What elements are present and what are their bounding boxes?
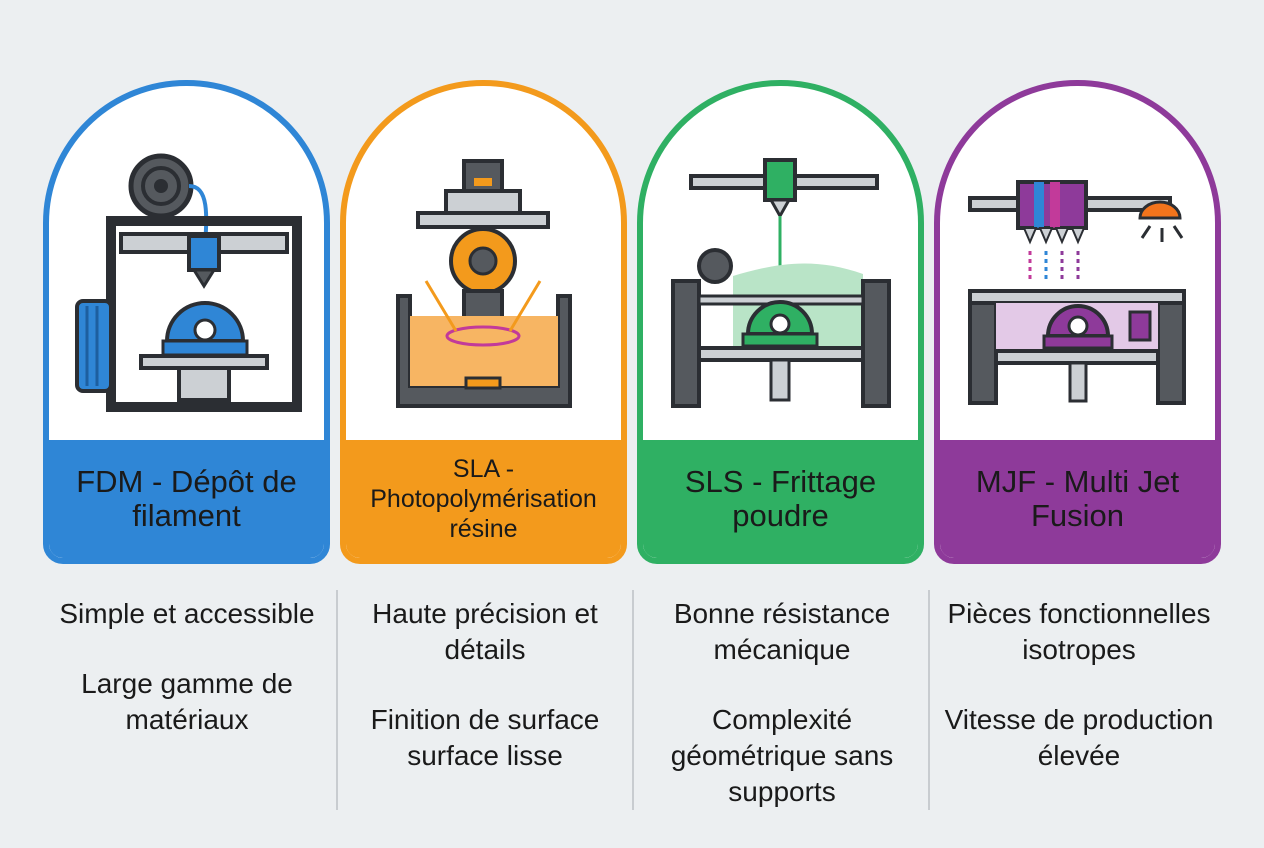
benefit-item: Pièces fonctionnelles isotropes: [947, 598, 1211, 665]
benefit-item: Complexité géométrique sans supports: [670, 704, 894, 807]
benefit-item: Vitesse de production élevée: [944, 704, 1214, 771]
benefit-item: Haute précision et détails: [372, 598, 598, 665]
benefit-item: Large gamme de matériaux: [81, 668, 293, 735]
column-divider: [336, 590, 338, 810]
column-divider: [928, 590, 930, 810]
column-divider: [632, 590, 634, 810]
sls-printer-icon: [671, 158, 891, 408]
sla-printer-icon: [396, 159, 572, 408]
benefit-item: Finition de surface surface lisse: [370, 704, 600, 771]
card-title: SLS - Frittage poudre: [643, 440, 918, 558]
card-mjf: MJF - Multi Jet Fusion: [934, 80, 1221, 564]
benefit-item: Bonne résistance mécanique: [673, 598, 891, 665]
benefits-sla: Haute précision et détails Finition de s…: [340, 596, 630, 808]
card-sls: SLS - Frittage poudre: [637, 80, 924, 564]
card-title: SLA - Photopolymérisation résine: [346, 440, 621, 558]
card-fdm: FDM - Dépôt de filament: [43, 80, 330, 564]
card-title: MJF - Multi Jet Fusion: [940, 440, 1215, 558]
mjf-printer-icon: [968, 180, 1186, 405]
benefit-item: Simple et accessible: [59, 598, 315, 629]
benefits-fdm: Simple et accessible Large gamme de maté…: [42, 596, 332, 772]
fdm-printer-icon: [75, 153, 302, 412]
benefits-sls: Bonne résistance mécanique Complexité gé…: [637, 596, 927, 844]
card-title: FDM - Dépôt de filament: [49, 440, 324, 558]
benefits-mjf: Pièces fonctionnelles isotropes Vitesse …: [934, 596, 1224, 808]
card-sla: SLA - Photopolymérisation résine: [340, 80, 627, 564]
